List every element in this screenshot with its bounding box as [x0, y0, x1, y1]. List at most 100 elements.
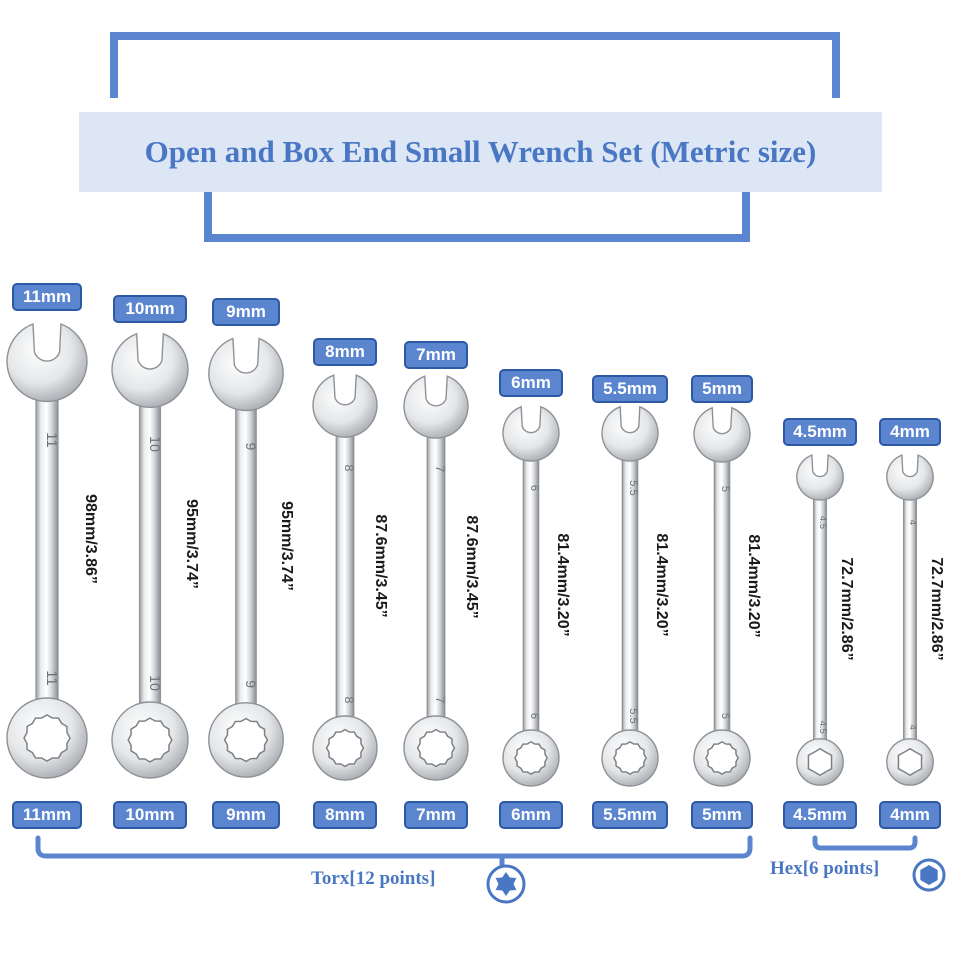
page-title: Open and Box End Small Wrench Set (Metri…: [144, 134, 817, 169]
length-label-text: 81.4mm/3.20”: [554, 533, 571, 637]
length-label-text: 95mm/3.74”: [183, 499, 200, 589]
wrench-stamp: 5: [719, 486, 731, 492]
wrench-socket: [705, 741, 739, 775]
wrench-open-end: [886, 454, 934, 501]
size-tag-bottom: 11mm: [12, 801, 82, 829]
length-label-text: 95mm/3.74”: [278, 501, 296, 591]
wrench-stamp: 4.5: [817, 721, 828, 734]
wrench-socket: [807, 747, 833, 777]
wrench-open-end: [111, 332, 189, 409]
wrench-stamp: 11: [43, 670, 60, 686]
wrench-shank: [903, 487, 917, 751]
wrench-box-end: [312, 715, 378, 781]
size-tag-top: 7mm: [404, 341, 468, 369]
wrench-7: 5.5 5.5: [601, 405, 659, 787]
size-tag-top: 10mm: [113, 295, 187, 323]
wrench-stamp: 8: [342, 697, 356, 704]
wrench-open-end: [312, 374, 378, 438]
wrench-stamp: 4.5: [817, 516, 828, 529]
length-label-text: 72.7mm/2.86”: [838, 557, 856, 661]
size-tag-top: 6mm: [499, 369, 563, 397]
wrench-stamp: 4: [907, 520, 918, 526]
length-label-text: 81.4mm/3.20”: [745, 533, 762, 638]
wrench-open-end: [403, 375, 469, 439]
size-tag-top: 5mm: [691, 375, 753, 403]
size-tag-top: 5.5mm: [592, 375, 668, 403]
wrench-shank: [813, 487, 827, 751]
size-tag-top: 8mm: [313, 338, 377, 366]
wrench-8: 55: [693, 406, 751, 787]
wrench-stamp: 5.5: [627, 708, 639, 723]
wrench-box-end: [6, 697, 88, 779]
length-label-text: 72.7mm/2.86”: [928, 557, 946, 661]
wrench-open-end: [601, 405, 659, 462]
size-tag-top: 11mm: [12, 283, 82, 311]
wrench-2: 10 10: [111, 332, 189, 779]
wrench-stamp: 7: [433, 466, 447, 473]
title-frame-bottom: [204, 178, 750, 242]
size-tag-top: 9mm: [212, 298, 280, 326]
length-label-text: 98mm/3.86”: [82, 494, 99, 584]
wrench-shank: [335, 419, 355, 733]
wrench-3: 99: [208, 337, 284, 778]
torx-legend-label: Torx[12 points]: [311, 868, 436, 889]
length-label-text: 87.6mm/3.45”: [372, 514, 389, 618]
size-tag-bottom: 8mm: [313, 801, 377, 829]
wrench-6: 66: [502, 405, 560, 787]
wrench-stamp: 8: [342, 465, 356, 472]
size-tag-top: 4.5mm: [783, 418, 857, 446]
wrench-1: 11 11: [6, 323, 88, 779]
size-tag-bottom: 9mm: [212, 801, 280, 829]
hex-legend-label: Hex[6 points]: [770, 858, 880, 879]
wrench-5: 77: [403, 375, 469, 781]
size-tag-bottom: 4mm: [879, 801, 941, 829]
wrench-socket: [223, 717, 269, 763]
wrench-stamp: 10: [146, 436, 162, 452]
wrench-box-end: [208, 702, 284, 778]
size-tag-bottom: 5.5mm: [592, 801, 668, 829]
size-tag-top: 4mm: [879, 418, 941, 446]
wrench-socket: [613, 741, 647, 775]
wrench-shank: [522, 445, 540, 745]
size-tag-bottom: 7mm: [404, 801, 468, 829]
wrench-stamp: 4: [907, 725, 918, 731]
wrench-box-end: [403, 715, 469, 781]
wrench-shank: [35, 379, 59, 719]
wrench-socket: [897, 747, 923, 777]
wrench-box-end: [693, 729, 751, 787]
wrench-stamp: 6: [528, 485, 540, 491]
wrench-open-end: [502, 405, 560, 462]
torx-star-icon: [486, 864, 526, 904]
size-tag-bottom: 5mm: [691, 801, 753, 829]
wrench-stamp: 10: [146, 675, 162, 691]
wrench-box-end: [502, 729, 560, 787]
wrench-box-end: [111, 701, 189, 779]
title-frame-top: [110, 32, 840, 98]
wrench-stamp: 9: [243, 680, 259, 688]
wrench-shank: [713, 446, 731, 745]
wrench-open-end: [693, 406, 751, 463]
wrench-shank: [621, 445, 639, 745]
wrench-socket: [416, 728, 456, 768]
wrench-socket: [514, 741, 548, 775]
wrench-stamp: 5.5: [627, 480, 639, 495]
wrench-open-end: [6, 323, 88, 403]
wrench-box-end: [796, 738, 844, 786]
length-label-text: 81.4mm/3.20”: [653, 533, 670, 637]
wrench-shank: [235, 390, 257, 722]
wrench-box-end: [601, 729, 659, 787]
wrench-open-end: [208, 337, 284, 412]
wrench-socket: [23, 714, 71, 762]
wrench-shank: [138, 386, 162, 722]
wrench-socket: [325, 728, 365, 768]
torx-bracket: [35, 835, 753, 859]
title-banner: Open and Box End Small Wrench Set (Metri…: [79, 112, 882, 192]
size-tag-bottom: 10mm: [113, 801, 187, 829]
wrench-stamp: 11: [43, 432, 60, 448]
wrench-stamp: 6: [528, 713, 540, 719]
length-label-text: 87.6mm/3.45”: [463, 514, 480, 619]
hex-bracket: [812, 835, 918, 851]
size-tag-bottom: 6mm: [499, 801, 563, 829]
wrench-socket: [127, 717, 173, 763]
